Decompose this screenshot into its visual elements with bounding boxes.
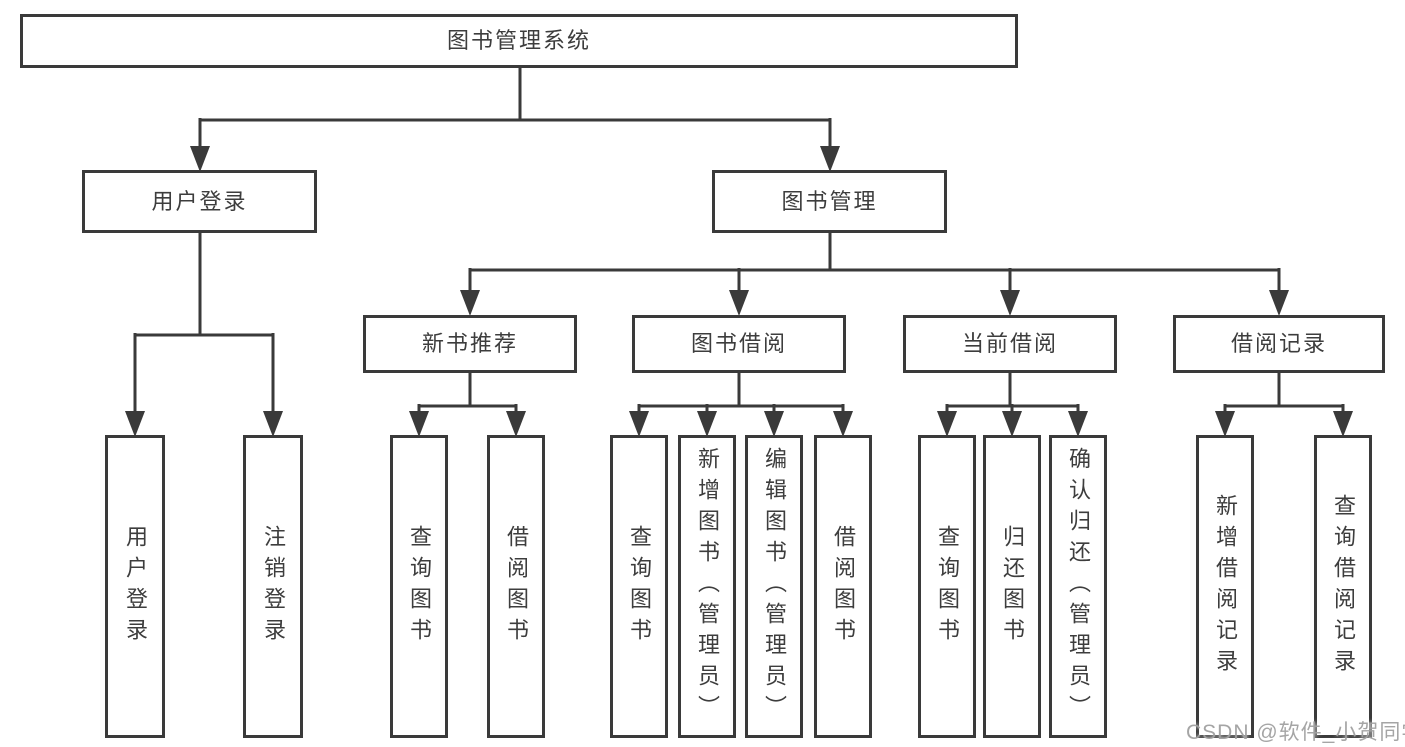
node-user-login: 用户登录 bbox=[82, 170, 317, 233]
leaf-user-login: 用户登录 bbox=[105, 435, 165, 738]
connector-book-management-to-level3 bbox=[460, 232, 1289, 316]
node-current-borrow: 当前借阅 bbox=[903, 315, 1117, 373]
node-user-login-label: 用户登录 bbox=[151, 188, 248, 214]
leaf-user-login-label: 用户登录 bbox=[123, 524, 148, 649]
connector-book-borrow-to-leaves bbox=[629, 372, 853, 437]
leaf-return-books-label: 归还图书 bbox=[1000, 524, 1025, 649]
leaf-edit-books-admin: 编辑图书（管理员） bbox=[745, 435, 803, 738]
node-book-borrow: 图书借阅 bbox=[632, 315, 846, 373]
leaf-borrow-books-recommend: 借阅图书 bbox=[487, 435, 545, 738]
leaf-add-books-admin: 新增图书（管理员） bbox=[678, 435, 736, 738]
leaf-edit-books-admin-label: 编辑图书（管理员） bbox=[762, 447, 787, 726]
node-library-system: 图书管理系统 bbox=[20, 14, 1018, 68]
leaf-borrow-books-label: 借阅图书 bbox=[831, 524, 856, 649]
connector-new-book-recommend-to-leaves bbox=[409, 372, 526, 437]
leaf-confirm-return-admin: 确认归还（管理员） bbox=[1049, 435, 1107, 738]
leaf-logout-label: 注销登录 bbox=[261, 524, 286, 649]
csdn-watermark: CSDN @软件_小贺同学 bbox=[1186, 721, 1405, 744]
node-book-borrow-label: 图书借阅 bbox=[690, 331, 787, 356]
leaf-borrow-books-recommend-label: 借阅图书 bbox=[504, 524, 529, 649]
node-book-management-label: 图书管理 bbox=[781, 188, 878, 214]
leaf-query-books-current: 查询图书 bbox=[918, 435, 976, 738]
leaf-add-borrow-record: 新增借阅记录 bbox=[1196, 435, 1254, 738]
leaf-add-borrow-record-label: 新增借阅记录 bbox=[1213, 493, 1238, 680]
leaf-add-books-admin-label: 新增图书（管理员） bbox=[695, 447, 720, 726]
leaf-query-books-borrow-label: 查询图书 bbox=[627, 524, 652, 649]
leaf-query-books-current-label: 查询图书 bbox=[935, 524, 960, 649]
leaf-borrow-books: 借阅图书 bbox=[814, 435, 872, 738]
node-borrow-records: 借阅记录 bbox=[1173, 315, 1385, 373]
node-book-management: 图书管理 bbox=[712, 170, 947, 233]
leaf-confirm-return-admin-label: 确认归还（管理员） bbox=[1066, 447, 1091, 726]
connector-user-login-to-leaves bbox=[125, 232, 283, 437]
node-new-book-recommend-label: 新书推荐 bbox=[421, 331, 518, 356]
connector-root-to-level2 bbox=[190, 67, 840, 172]
leaf-logout: 注销登录 bbox=[243, 435, 303, 738]
node-library-system-label: 图书管理系统 bbox=[446, 28, 591, 53]
leaf-query-borrow-record-label: 查询借阅记录 bbox=[1331, 493, 1356, 680]
connector-current-borrow-to-leaves bbox=[937, 372, 1088, 437]
leaf-query-books-recommend-label: 查询图书 bbox=[407, 524, 432, 649]
node-current-borrow-label: 当前借阅 bbox=[961, 331, 1058, 356]
leaf-return-books: 归还图书 bbox=[983, 435, 1041, 738]
leaf-query-books-borrow: 查询图书 bbox=[610, 435, 668, 738]
connector-borrow-records-to-leaves bbox=[1215, 372, 1353, 437]
node-borrow-records-label: 借阅记录 bbox=[1230, 331, 1327, 356]
leaf-query-books-recommend: 查询图书 bbox=[390, 435, 448, 738]
leaf-query-borrow-record: 查询借阅记录 bbox=[1314, 435, 1372, 738]
node-new-book-recommend: 新书推荐 bbox=[363, 315, 577, 373]
